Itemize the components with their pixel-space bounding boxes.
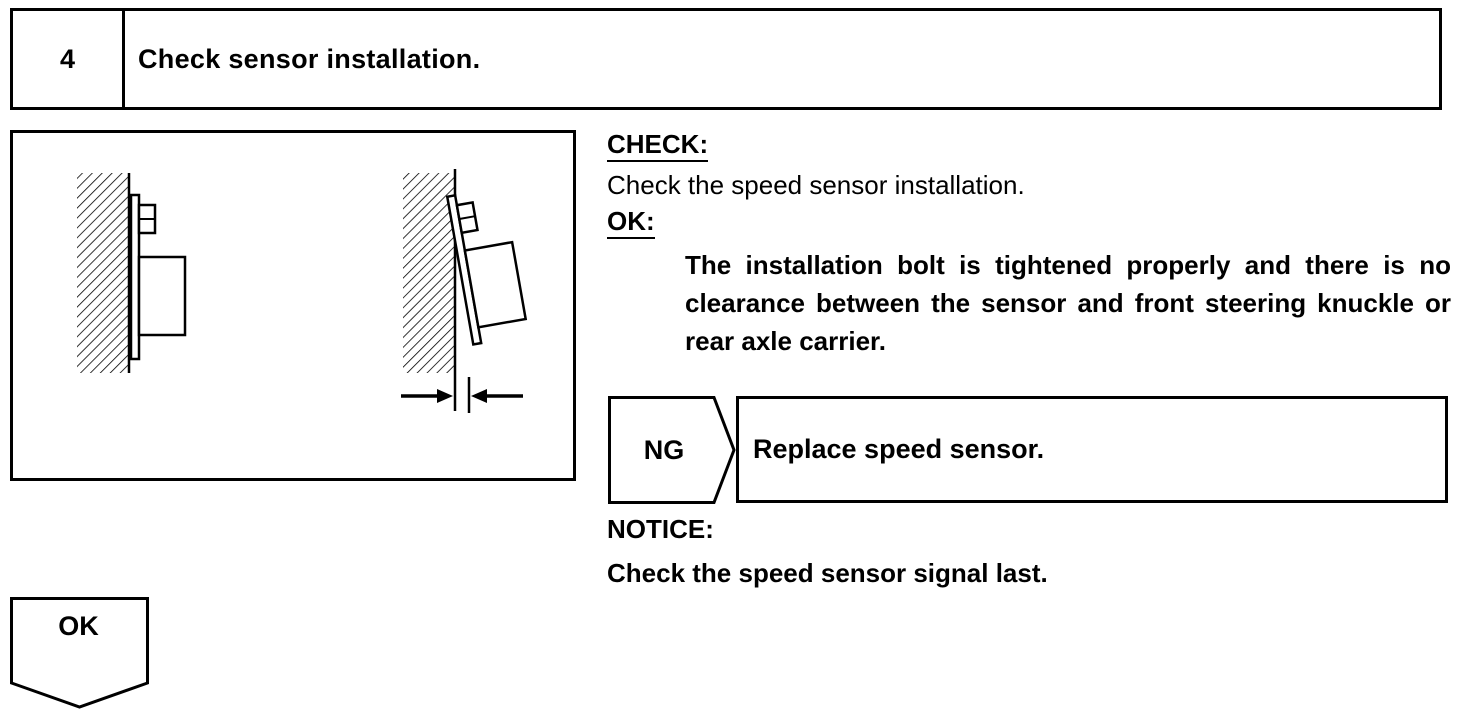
step-header: 4 Check sensor installation. [10,8,1442,110]
sensor-installation-illustration [10,130,576,481]
check-heading: CHECK: [607,129,709,162]
ng-result-arrow: NG [608,396,738,504]
right-sensor-diagram [401,169,528,413]
check-text: Check the speed sensor installation. [607,170,1025,200]
step-title: Check sensor installation. [138,43,481,74]
ok-heading: OK: [607,206,655,239]
illustration-svg [77,169,528,413]
ok-label: OK [58,611,99,641]
notice-heading: NOTICE: [607,514,714,544]
ok-result-arrow: OK [10,597,150,709]
step-number: 4 [13,11,125,107]
ng-action-text: Replace speed sensor. [753,434,1045,464]
right-mounting-surface [403,173,455,373]
right-sensor-body [463,240,528,329]
ng-arrow-shape [608,396,736,504]
ok-arrow-shape [10,597,149,709]
left-mounting-surface [77,173,129,373]
notice-text: Check the speed sensor signal last. [607,558,1048,588]
ng-action-box: Replace speed sensor. [736,396,1448,503]
left-sensor-body [137,255,187,337]
ng-label: NG [643,434,685,465]
left-sensor-diagram [77,173,187,373]
ok-criteria: The installation bolt is tightened prope… [685,250,1451,356]
